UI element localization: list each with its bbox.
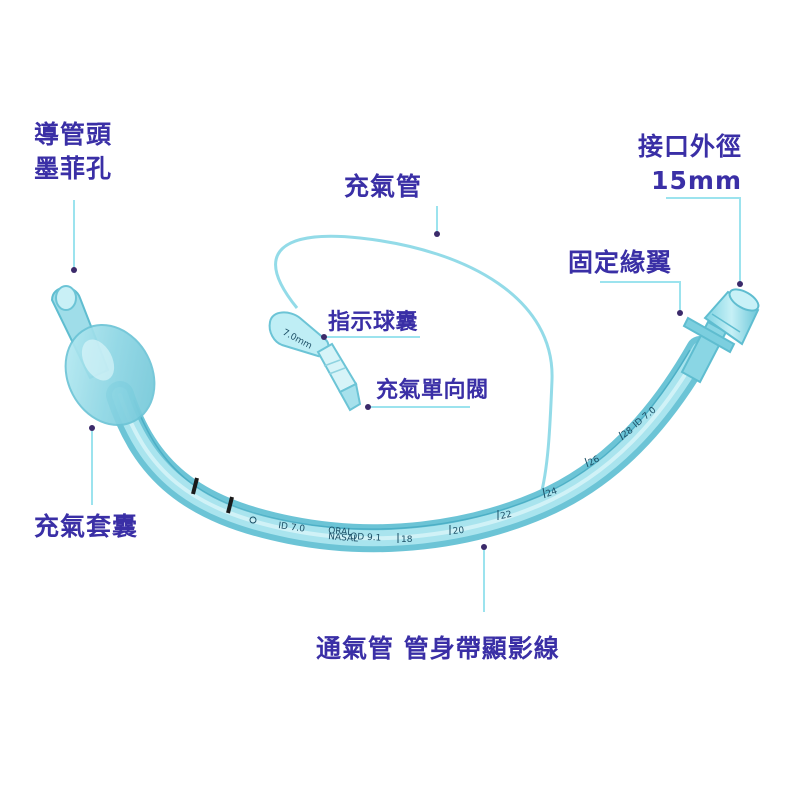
- connector: [680, 288, 760, 384]
- tube-oral-marking: ORAL: [328, 526, 353, 538]
- label-connector-line1: 接口外徑: [637, 132, 742, 161]
- label-connector: 接口外徑 15mm: [638, 130, 742, 198]
- label-inflation-tube: 充氣管: [344, 172, 423, 201]
- label-connector-line2: 15mm: [651, 166, 742, 195]
- tube-id-marking: ID 7.0: [278, 521, 306, 535]
- label-tube-body: 通氣管 管身帶顯影線: [316, 634, 560, 663]
- label-cuff: 充氣套囊: [34, 512, 139, 541]
- depth-label: 20: [452, 526, 465, 537]
- pilot-balloon: 7.0mm: [268, 311, 330, 358]
- depth-label: 24: [545, 486, 559, 499]
- label-flange: 固定緣翼: [568, 248, 673, 277]
- label-tip-line1: 導管頭: [34, 120, 113, 149]
- depth-label: 18: [401, 535, 413, 545]
- radiopaque-line: [133, 349, 691, 530]
- label-pilot-balloon: 指示球囊: [328, 310, 419, 335]
- depth-label: 22: [500, 510, 513, 522]
- leader-dots: [71, 231, 743, 550]
- leader-lines: [73, 197, 741, 612]
- tube-od-marking: OD 9.1: [350, 532, 382, 544]
- check-valve: [316, 342, 362, 412]
- label-check-valve: 充氣單向閥: [376, 378, 489, 403]
- depth-label: 26: [587, 454, 602, 468]
- label-tip-line2: 墨菲孔: [34, 154, 113, 183]
- inflation-line: [274, 234, 554, 499]
- label-tip: 導管頭 墨菲孔: [34, 118, 112, 186]
- tube-nasal-marking: NASAL: [328, 532, 359, 545]
